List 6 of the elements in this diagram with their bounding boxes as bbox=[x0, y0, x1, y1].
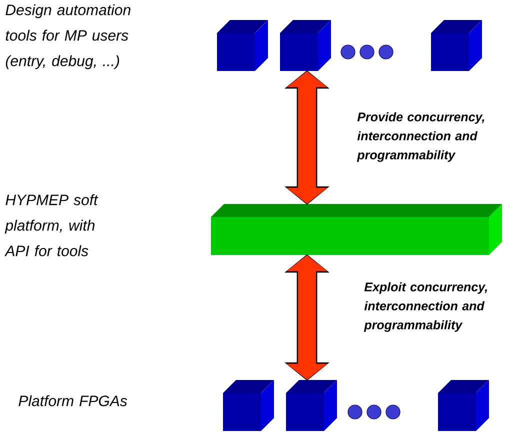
edge-label: Provide concurrency, interconnection and programmability bbox=[356, 112, 484, 162]
layer-caption: HYPMEP soft platform, with API for tools bbox=[4, 194, 98, 256]
layer-caption: Platform FPGAs bbox=[18, 395, 128, 406]
layer-caption: Design automation tools for MP users (entry, debug, ...) bbox=[6, 4, 130, 70]
platform-bar-drawing bbox=[211, 204, 502, 255]
edge-label: Exploit concurrency, interconnection and programmability bbox=[364, 282, 488, 332]
